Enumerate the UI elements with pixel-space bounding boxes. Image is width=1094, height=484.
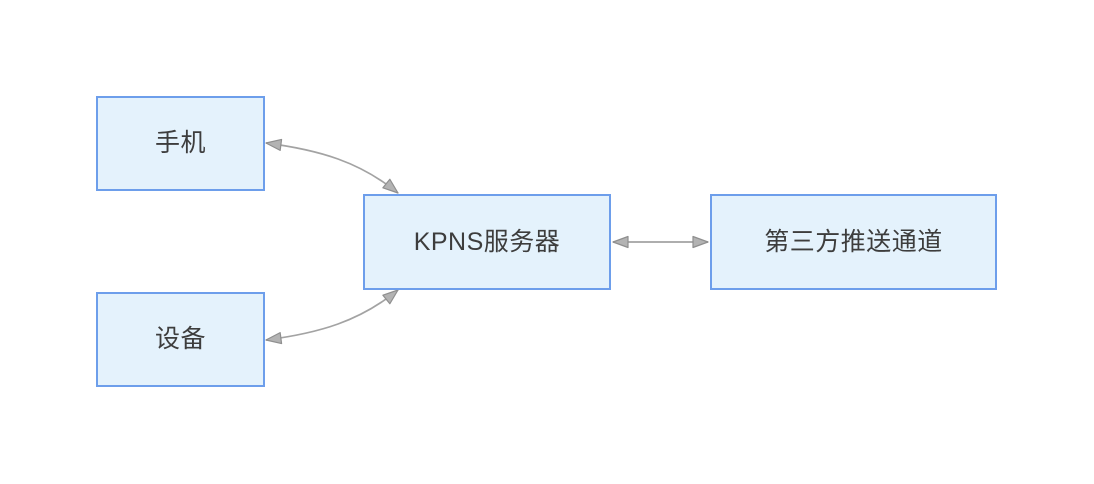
node-device[interactable]: 设备 (96, 292, 265, 387)
edge-phone-server[interactable] (265, 138, 399, 194)
edge-device-server[interactable] (265, 289, 399, 345)
node-device-label: 设备 (154, 325, 206, 353)
node-kpns-server-label: KPNS服务器 (413, 227, 561, 256)
node-kpns-server[interactable]: KPNS服务器 (363, 194, 611, 290)
node-phone[interactable]: 手机 (96, 96, 265, 191)
node-phone-label: 手机 (154, 129, 206, 157)
node-third-party-channel[interactable]: 第三方推送通道 (710, 194, 997, 290)
node-third-party-channel-label: 第三方推送通道 (764, 227, 943, 256)
